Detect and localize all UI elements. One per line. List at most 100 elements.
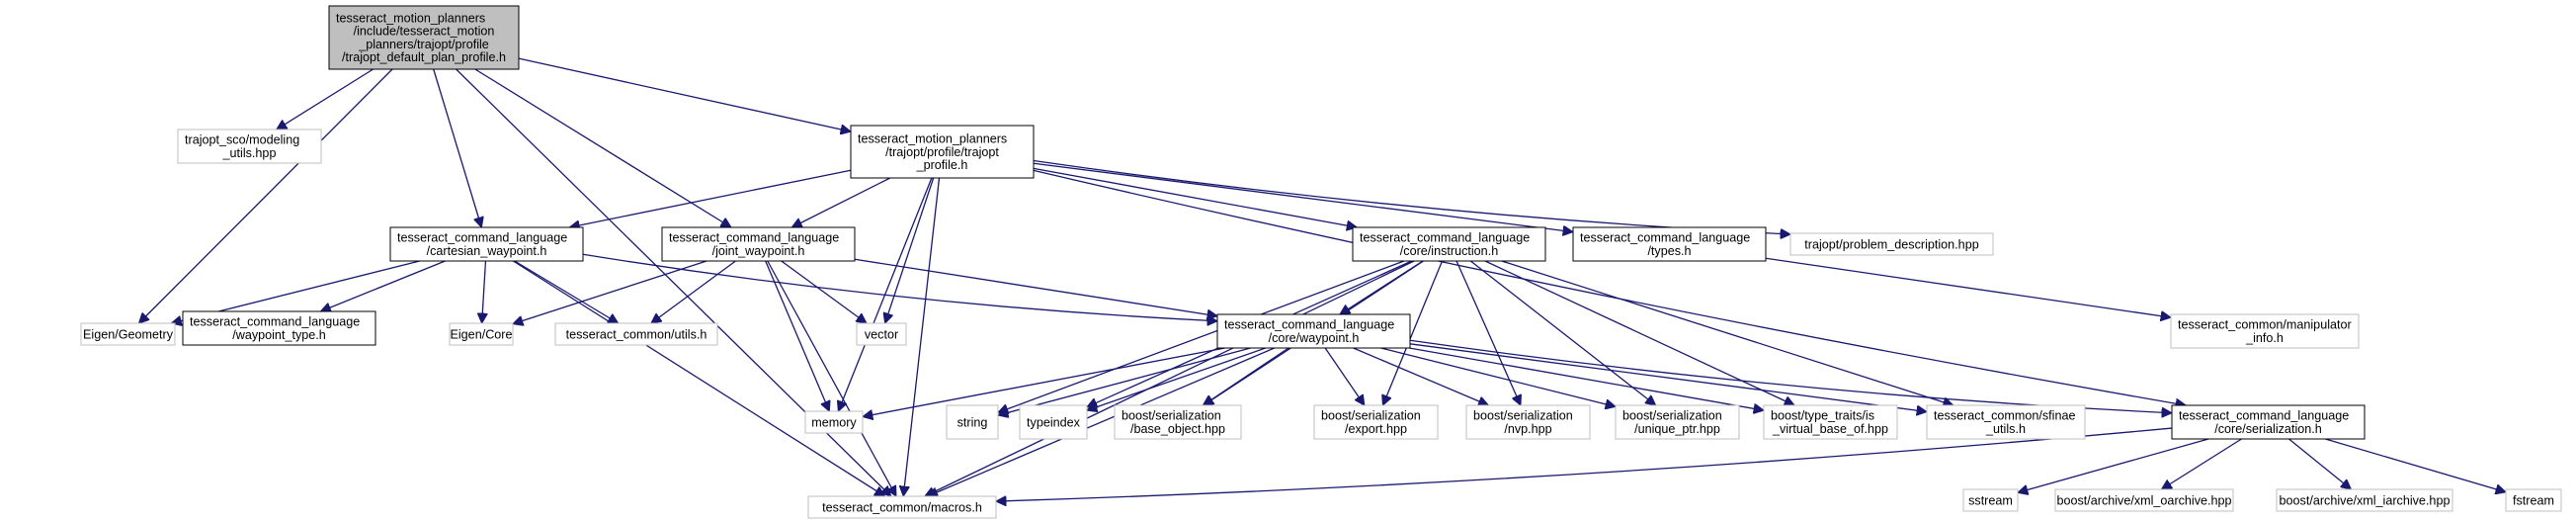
edge-root-to-cartesian-waypoint	[433, 68, 482, 227]
edge-joint-waypoint-to-common-utils	[651, 260, 736, 323]
node-unique-ptr: boost/serialization/unique_ptr.hpp	[1615, 404, 1740, 440]
node-is-virtual-base: boost/type_traits/is_virtual_base_of.hpp	[1763, 404, 1898, 440]
edge-core-waypoint-to-typeindex	[1087, 347, 1267, 410]
node-label-line: /trajopt_default_plan_profile.h	[342, 50, 506, 64]
node-label-line: boost/type_traits/is	[1771, 409, 1874, 423]
edge-cartesian-waypoint-to-macros	[513, 260, 884, 496]
node-macros: tesseract_common/macros.h	[807, 495, 997, 519]
edge-root-to-joint-waypoint	[474, 68, 731, 227]
node-serialization[interactable]: tesseract_command_language/core/serializ…	[2171, 404, 2366, 440]
edge-joint-waypoint-to-core-waypoint	[854, 258, 1217, 315]
node-core-waypoint[interactable]: tesseract_command_language/core/waypoint…	[1216, 313, 1411, 349]
node-box	[807, 495, 997, 519]
node-trajopt-profile[interactable]: tesseract_motion_planners/trajopt/profil…	[850, 125, 1035, 179]
node-label-line: tesseract_command_language	[2179, 409, 2349, 423]
edge-serialization-to-xml-iarchive	[2288, 438, 2351, 489]
edge-trajopt-profile-to-joint-waypoint	[791, 177, 891, 228]
node-label-line: /nvp.hpp	[1504, 422, 1551, 436]
node-label-line: sstream	[1968, 493, 2013, 507]
edge-core-waypoint-to-nvp	[1353, 347, 1489, 405]
node-box	[1114, 404, 1242, 440]
edge-serialization-to-sstream	[2018, 438, 2209, 492]
edge-core-waypoint-to-unique-ptr	[1380, 347, 1617, 406]
node-label-line: typeindex	[1027, 415, 1081, 429]
node-label-line: tesseract_command_language	[190, 315, 360, 329]
node-label-line: tesseract_command_language	[1360, 231, 1530, 245]
node-box	[1019, 404, 1088, 440]
edge-trajopt-profile-to-types	[1033, 162, 1573, 231]
node-label-line: tesseract_common/manipulator	[2178, 318, 2352, 332]
node-label-line: tesseract_motion_planners	[858, 132, 1007, 146]
node-box	[182, 310, 376, 346]
edge-trajopt-profile-to-problem-description	[1033, 159, 1790, 234]
node-sstream: sstream	[1962, 488, 2019, 512]
edge-instruction-to-export	[1382, 260, 1444, 405]
node-box	[2276, 488, 2453, 512]
node-label-line: tesseract_common/utils.h	[566, 327, 707, 341]
node-box	[1313, 404, 1439, 440]
node-typeindex: typeindex	[1019, 404, 1088, 440]
node-sco-modeling: trajopt_sco/modeling_utils.hpp	[177, 129, 322, 164]
node-box	[1465, 404, 1591, 440]
edge-joint-waypoint-to-memory	[765, 260, 830, 411]
node-label-line: boost/archive/xml_oarchive.hpp	[2056, 493, 2231, 507]
node-box	[1615, 404, 1740, 440]
edge-core-waypoint-to-base-object	[1203, 347, 1289, 405]
node-label-line: /joint_waypoint.h	[712, 244, 805, 258]
edge-joint-waypoint-to-eigen-core	[513, 260, 707, 324]
node-types[interactable]: tesseract_command_language/types.h	[1572, 226, 1767, 262]
node-label-line: Eigen/Geometry	[83, 327, 174, 341]
edge-core-waypoint-to-is-virtual-base	[1409, 347, 1764, 410]
edge-trajopt-profile-to-macros	[903, 177, 941, 496]
node-box	[328, 5, 520, 70]
node-box	[2054, 488, 2234, 512]
node-label-line: /types.h	[1647, 244, 1691, 258]
edge-serialization-to-xml-oarchive	[2161, 438, 2242, 489]
node-box	[856, 322, 907, 346]
edges-layer	[138, 57, 2506, 501]
node-label-line: _planners/trajopt/profile	[358, 38, 489, 51]
node-instruction[interactable]: tesseract_command_language/core/instruct…	[1352, 226, 1546, 262]
node-memory: memory	[804, 410, 864, 434]
node-box	[177, 129, 322, 164]
node-label-line: boost/serialization	[1622, 409, 1722, 423]
nodes-layer: tesseract_motion_planners/include/tesser…	[80, 5, 2562, 519]
edge-root-to-sco-modeling	[277, 68, 374, 130]
node-vector: vector	[856, 322, 907, 346]
node-label-line: tesseract_command_language	[397, 231, 567, 245]
node-string: string	[946, 404, 999, 440]
edge-joint-waypoint-to-vector	[781, 260, 867, 323]
node-label-line: /cartesian_waypoint.h	[427, 244, 547, 258]
edge-core-waypoint-to-export	[1324, 347, 1365, 405]
node-label-line: _utils.h	[1985, 422, 2026, 436]
node-xml-iarchive: boost/archive/xml_iarchive.hpp	[2276, 488, 2453, 512]
edge-instruction-to-is-virtual-base	[1484, 260, 1794, 405]
node-label-line: tesseract_common/sfinae	[1934, 409, 2076, 423]
edge-trajopt-profile-to-cartesian-waypoint	[569, 169, 852, 227]
node-label-line: /export.hpp	[1345, 422, 1407, 436]
edge-root-to-eigen-geometry	[138, 68, 393, 323]
node-joint-waypoint[interactable]: tesseract_command_language/joint_waypoin…	[661, 226, 856, 262]
node-label-line: boost/archive/xml_iarchive.hpp	[2280, 493, 2451, 507]
node-box	[2505, 488, 2562, 512]
edge-instruction-to-nvp	[1455, 260, 1521, 405]
node-box	[1962, 488, 2019, 512]
edge-instruction-to-string	[998, 260, 1405, 412]
node-base-object: boost/serialization/base_object.hpp	[1114, 404, 1242, 440]
node-root[interactable]: tesseract_motion_planners/include/tesser…	[328, 5, 520, 70]
edge-cartesian-waypoint-to-waypoint-type	[321, 260, 446, 311]
node-label-line: /waypoint_type.h	[232, 328, 326, 342]
node-eigen-core: Eigen/Core	[449, 322, 514, 346]
node-box	[1352, 226, 1546, 262]
node-cartesian-waypoint[interactable]: tesseract_command_language/cartesian_way…	[389, 226, 584, 262]
node-label-line: string	[957, 415, 988, 429]
node-box	[2170, 313, 2360, 349]
node-label-line: Eigen/Core	[450, 327, 512, 341]
node-label-line: trajopt/problem_description.hpp	[1804, 237, 1978, 251]
node-waypoint-type[interactable]: tesseract_command_language/waypoint_type…	[182, 310, 376, 346]
node-box	[1926, 404, 2086, 440]
node-label-line: _virtual_base_of.hpp	[1772, 422, 1888, 436]
node-box	[804, 410, 864, 434]
edge-types-to-manipulator-info	[1765, 257, 2171, 317]
node-sfinae: tesseract_common/sfinae_utils.h	[1926, 404, 2086, 440]
